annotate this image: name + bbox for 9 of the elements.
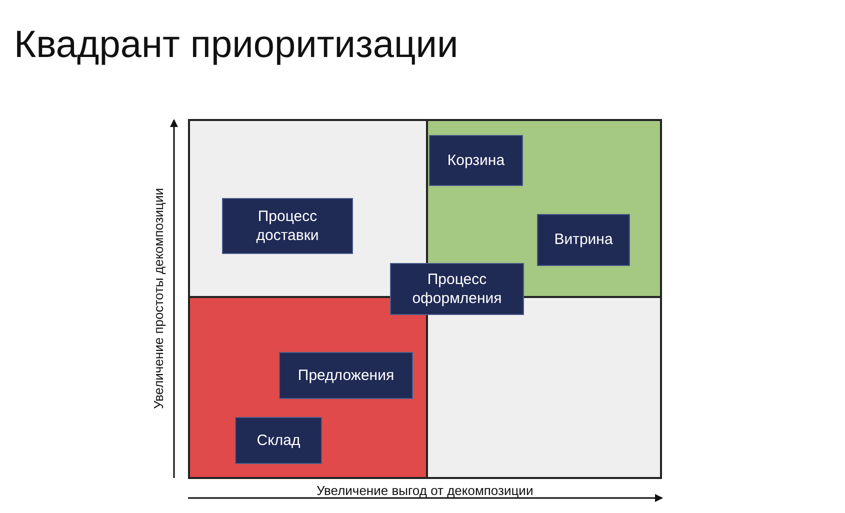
process-box: Процесс оформления: [390, 263, 524, 315]
process-box: Витрина: [537, 214, 630, 266]
process-box: Предложения: [279, 352, 413, 399]
process-box: Корзина: [429, 135, 523, 186]
title: Квадрант приоритизации: [14, 24, 458, 67]
x-axis-label: Увеличение выгод от декомпозиции: [316, 482, 534, 498]
process-box: Склад: [235, 417, 322, 464]
process-box: Процесс доставки: [222, 198, 353, 254]
y-axis-label: Увеличение простоты декомпозиции: [150, 188, 166, 408]
